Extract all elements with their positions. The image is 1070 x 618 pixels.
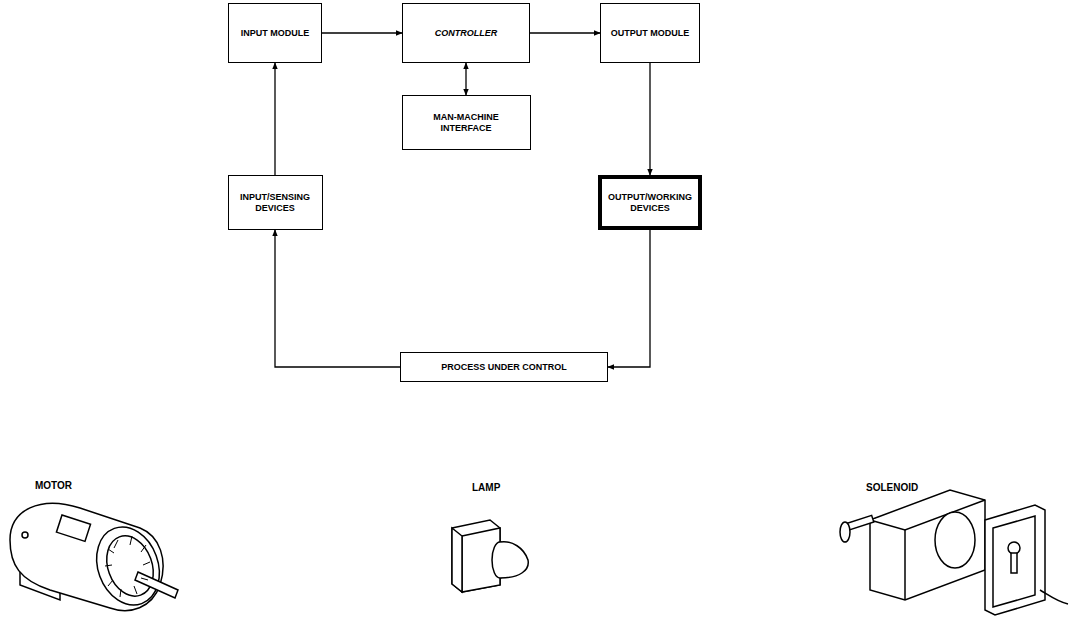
box-label: CONTROLLER — [435, 28, 498, 39]
box-label: OUTPUT MODULE — [611, 28, 690, 39]
process-box: PROCESS UNDER CONTROL — [400, 352, 608, 382]
box-label: INPUT MODULE — [241, 28, 310, 39]
flow-arrow — [275, 230, 400, 367]
flow-arrow — [530, 32, 600, 33]
flow-arrow — [608, 230, 650, 367]
box-label: PROCESS UNDER CONTROL — [441, 362, 567, 373]
box-label: INPUT/SENSING DEVICES — [235, 192, 316, 214]
solenoid-illustration — [840, 490, 1068, 615]
device-name: MOTOR — [35, 480, 72, 491]
motor-illustration — [10, 503, 178, 614]
box-label: MAN-MACHINE INTERFACE — [409, 112, 524, 134]
flow-arrow — [649, 63, 650, 175]
device-name: SOLENOID — [866, 482, 918, 493]
flow-arrow — [322, 32, 402, 33]
device-box: INPUT/SENSING DEVICES — [228, 175, 323, 230]
box-label: OUTPUT/WORKING DEVICES — [608, 192, 692, 214]
flow-arrow — [274, 63, 275, 175]
flow-arrow — [465, 63, 466, 95]
module-box: INPUT MODULE — [228, 3, 322, 63]
controller-box: CONTROLLER — [402, 3, 530, 63]
device-name: LAMP — [472, 482, 500, 493]
interface-box: MAN-MACHINE INTERFACE — [402, 95, 531, 150]
device-box: OUTPUT/WORKING DEVICES — [598, 175, 702, 230]
lamp-illustration — [452, 520, 528, 592]
module-box: OUTPUT MODULE — [600, 3, 700, 63]
